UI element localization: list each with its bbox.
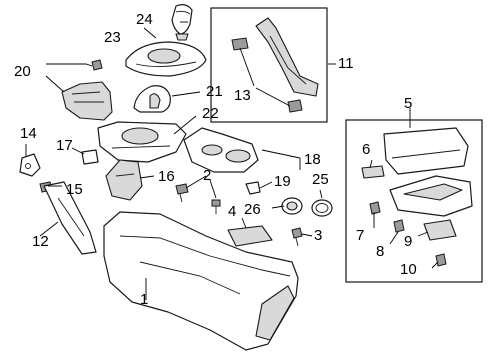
screw-7-part bbox=[369, 201, 381, 215]
screw-10-part bbox=[435, 253, 447, 267]
callout-5[interactable]: 5 bbox=[404, 95, 412, 112]
hinge-plate-6-part bbox=[361, 165, 385, 179]
callout-1[interactable]: 1 bbox=[140, 291, 148, 308]
clip-8-part bbox=[393, 219, 405, 233]
callout-14[interactable]: 14 bbox=[20, 125, 37, 142]
pad-4-part bbox=[227, 225, 273, 247]
callout-9[interactable]: 9 bbox=[404, 233, 412, 250]
callout-25[interactable]: 25 bbox=[312, 171, 329, 188]
callout-26[interactable]: 26 bbox=[244, 201, 261, 218]
callout-2[interactable]: 2 bbox=[203, 167, 211, 184]
screw-2-part bbox=[175, 183, 221, 214]
latch-9-part bbox=[423, 219, 457, 241]
callout-21[interactable]: 21 bbox=[206, 83, 223, 100]
callout-18[interactable]: 18 bbox=[304, 151, 321, 168]
callout-10[interactable]: 10 bbox=[400, 261, 417, 278]
cup-holder-trim-part bbox=[183, 127, 259, 173]
trim-strip-11-part bbox=[231, 17, 319, 113]
callout-17[interactable]: 17 bbox=[56, 137, 73, 154]
shift-bezel-part bbox=[125, 41, 207, 77]
callout-15[interactable]: 15 bbox=[66, 181, 83, 198]
shift-boot-part bbox=[133, 85, 171, 113]
clip-17-part bbox=[81, 149, 99, 165]
callout-24[interactable]: 24 bbox=[136, 11, 153, 28]
console-box-part bbox=[389, 175, 473, 217]
callout-4[interactable]: 4 bbox=[228, 203, 236, 220]
shift-knob-part bbox=[171, 4, 193, 41]
callout-12[interactable]: 12 bbox=[32, 233, 49, 250]
callout-20[interactable]: 20 bbox=[14, 63, 31, 80]
inset-frame-11 bbox=[210, 7, 328, 123]
inset-frame-5 bbox=[345, 119, 483, 283]
callout-3[interactable]: 3 bbox=[314, 227, 322, 244]
bracket-14-part bbox=[19, 153, 41, 177]
callout-11[interactable]: 11 bbox=[338, 55, 354, 72]
socket-26-part bbox=[281, 197, 303, 215]
ring-25-part bbox=[311, 199, 333, 217]
callout-19[interactable]: 19 bbox=[274, 173, 291, 190]
leader-lines bbox=[25, 21, 439, 300]
side-panel-part bbox=[61, 59, 113, 121]
callout-labels: 1 2 3 4 5 6 7 8 9 10 11 12 13 14 15 16 1… bbox=[14, 11, 417, 308]
console-body-part bbox=[103, 211, 299, 351]
callout-8[interactable]: 8 bbox=[376, 243, 384, 260]
callout-13[interactable]: 13 bbox=[234, 87, 251, 104]
callout-22[interactable]: 22 bbox=[202, 105, 219, 122]
side-cover-12-part bbox=[43, 181, 97, 255]
callout-7[interactable]: 7 bbox=[356, 227, 364, 244]
shift-trim-panel-part bbox=[105, 159, 143, 201]
armrest-lid-part bbox=[383, 127, 469, 175]
clip-19-part bbox=[245, 181, 261, 195]
callout-23[interactable]: 23 bbox=[104, 29, 121, 46]
callout-6[interactable]: 6 bbox=[362, 141, 370, 158]
screw-3-part bbox=[291, 227, 303, 247]
callout-16[interactable]: 16 bbox=[158, 168, 175, 185]
upper-trim-part bbox=[97, 121, 187, 163]
